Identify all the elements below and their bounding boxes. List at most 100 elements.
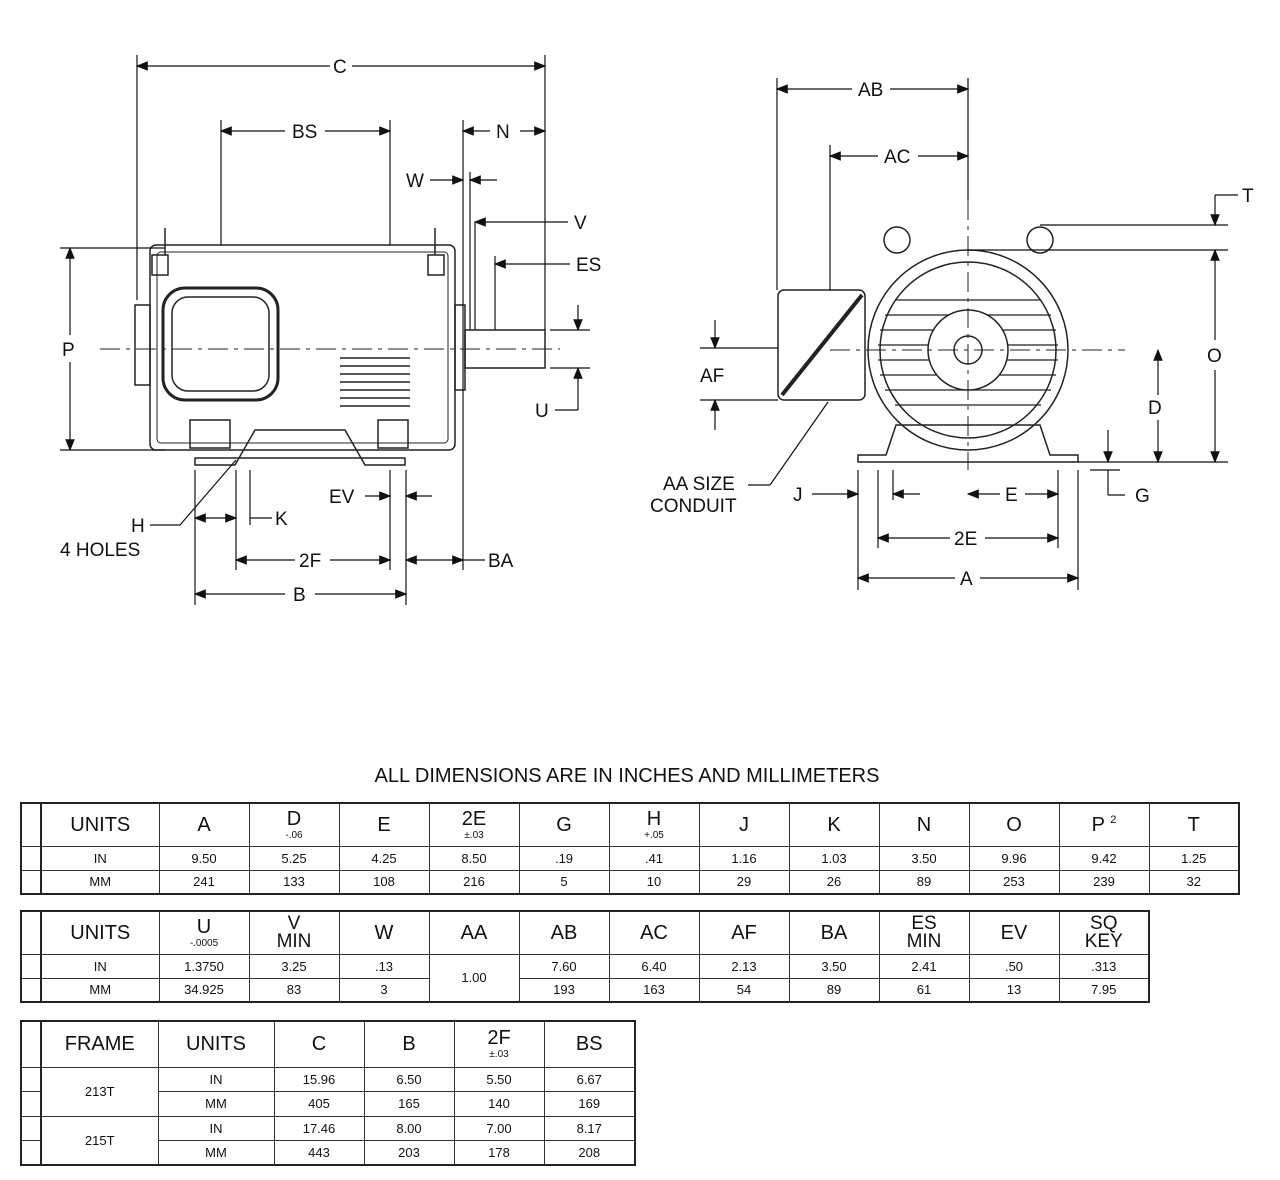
table-cell: 193 [518, 977, 610, 1003]
dim-label-d: D [1148, 398, 1162, 419]
table-cell: 6.50 [363, 1066, 455, 1092]
table-cell: 2.13 [698, 953, 790, 979]
row-stub [20, 845, 42, 871]
table-cell: 5 [518, 869, 610, 895]
table-cell: 15.96 [273, 1066, 365, 1092]
row-stub [20, 1091, 42, 1117]
column-header: AC [608, 910, 700, 955]
column-header: BS [543, 1020, 636, 1068]
column-header: UNITS [40, 910, 160, 955]
table-cell: 3.50 [788, 953, 880, 979]
table-cell: 203 [363, 1140, 455, 1166]
column-header: W [338, 910, 430, 955]
column-header: D-.06 [248, 802, 340, 847]
table-cell: .313 [1058, 953, 1150, 979]
dim-label-v: V [574, 213, 587, 234]
dim-label-o: O [1207, 346, 1222, 367]
dim-label-p: P [62, 340, 75, 361]
dim-label-n: N [496, 122, 510, 143]
table-cell: 29 [698, 869, 790, 895]
table-cell: 89 [788, 977, 880, 1003]
table-cell: 4.25 [338, 845, 430, 871]
dim-label-ev: EV [329, 487, 355, 508]
table-cell: .41 [608, 845, 700, 871]
dim-label-c: C [333, 57, 347, 78]
row-stub [20, 910, 42, 955]
column-header: 2F±.03 [453, 1020, 545, 1068]
dim-label-k: K [275, 509, 288, 530]
table-cell: 1.3750 [158, 953, 250, 979]
column-header: O [968, 802, 1060, 847]
table-cell: 10 [608, 869, 700, 895]
motor-dimension-drawing: C BS N W V ES P U EV H 4 HOLES K 2F BA B [60, 55, 1254, 606]
dim-label-2e: 2E [954, 529, 977, 550]
dim-label-aa-1: AA SIZE [663, 474, 735, 495]
table-cell: 9.96 [968, 845, 1060, 871]
end-dimension-lines [700, 78, 1238, 590]
table-cell: MM [40, 977, 160, 1003]
dim-label-h: H [131, 516, 145, 537]
table-cell: 54 [698, 977, 790, 1003]
table-cell: 178 [453, 1140, 545, 1166]
column-header: C [273, 1020, 365, 1068]
dim-label-g: G [1135, 486, 1150, 507]
table-cell: 405 [273, 1091, 365, 1117]
table-cell: 163 [608, 977, 700, 1003]
table-cell: 83 [248, 977, 340, 1003]
column-header: U-.0005 [158, 910, 250, 955]
table-cell: 1.25 [1148, 845, 1240, 871]
side-dimension-lines [60, 55, 590, 605]
table-cell: 7.60 [518, 953, 610, 979]
table-cell: 17.46 [273, 1115, 365, 1141]
column-header: K [788, 802, 880, 847]
table-cell: 26 [788, 869, 880, 895]
table-cell: IN [157, 1066, 275, 1092]
row-stub [20, 1066, 42, 1092]
table-cell: 9.42 [1058, 845, 1150, 871]
row-stub [20, 977, 42, 1003]
column-header: AF [698, 910, 790, 955]
table-cell: .50 [968, 953, 1060, 979]
table-cell: 2.41 [878, 953, 970, 979]
dim-label-a: A [960, 569, 973, 590]
dim-label-j: J [793, 485, 803, 506]
column-header: AA [428, 910, 520, 955]
table-cell: 133 [248, 869, 340, 895]
dimensions-title: ALL DIMENSIONS ARE IN INCHES AND MILLIME… [374, 765, 880, 787]
dim-label-ac: AC [884, 147, 910, 168]
table-cell: 165 [363, 1091, 455, 1117]
table-cell: 140 [453, 1091, 545, 1117]
dim-label-es: ES [576, 255, 601, 276]
dim-label-b: B [293, 585, 306, 606]
table-cell: IN [40, 953, 160, 979]
dim-label-h-note: 4 HOLES [60, 540, 140, 561]
column-header: B [363, 1020, 455, 1068]
column-header: UNITS [40, 802, 160, 847]
frame-cell: 213T [40, 1066, 159, 1117]
table-cell: 9.50 [158, 845, 250, 871]
column-header: J [698, 802, 790, 847]
table-cell: IN [157, 1115, 275, 1141]
table-cell: 108 [338, 869, 430, 895]
dim-label-t: T [1242, 186, 1254, 207]
column-header: P 2 [1058, 802, 1150, 847]
side-view [100, 228, 560, 466]
row-stub [20, 802, 42, 847]
table-cell: 13 [968, 977, 1060, 1003]
table-cell: 3 [338, 977, 430, 1003]
dim-label-2f: 2F [299, 551, 321, 572]
table-cell: 6.67 [543, 1066, 636, 1092]
table-cell: 7.00 [453, 1115, 545, 1141]
table-cell: 241 [158, 869, 250, 895]
table-cell: 89 [878, 869, 970, 895]
table-cell: .19 [518, 845, 610, 871]
dim-label-af: AF [700, 366, 724, 387]
table-cell: 8.50 [428, 845, 520, 871]
